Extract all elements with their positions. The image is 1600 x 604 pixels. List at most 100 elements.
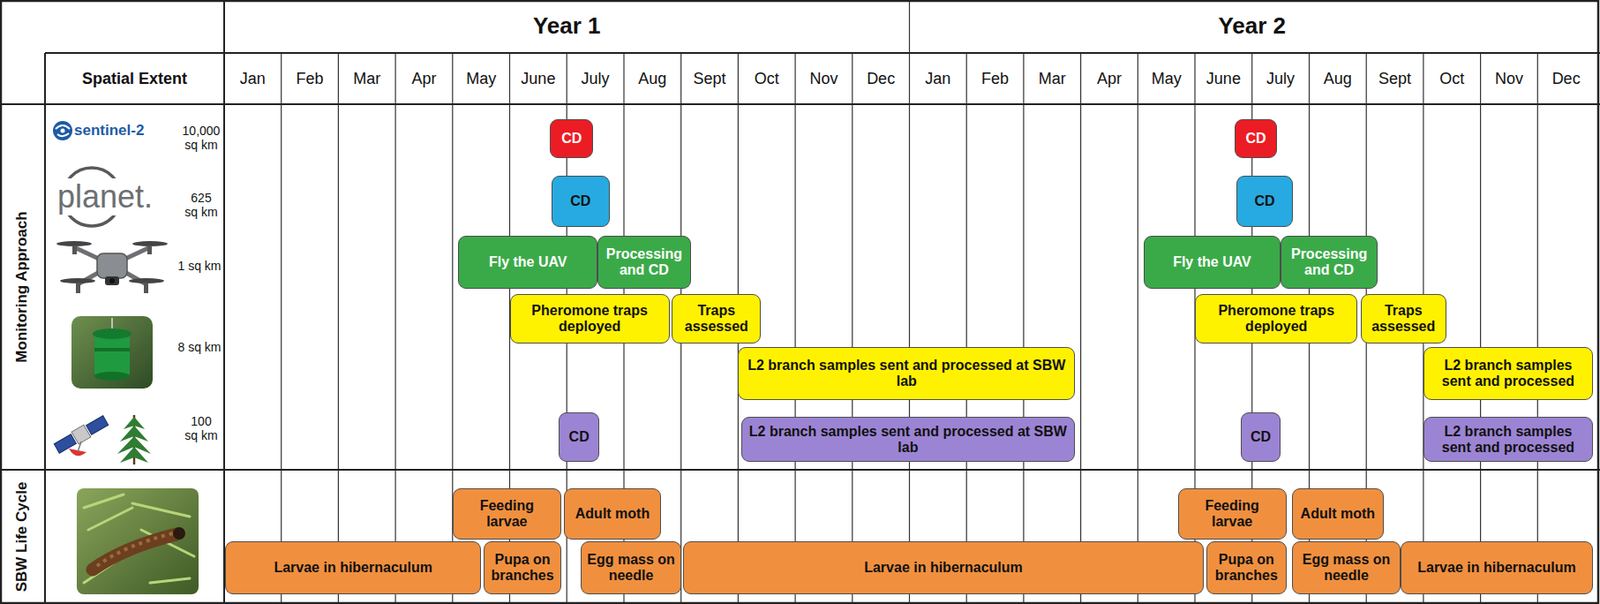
timeline-bar: Traps assessed [671, 293, 761, 344]
month-header: Oct [737, 52, 796, 105]
timeline-bar: Egg mass on needle [580, 540, 681, 594]
timeline-bar: CD [551, 175, 610, 227]
bar-text: Egg mass on needle [585, 551, 676, 584]
bar-text: CD [569, 428, 590, 445]
month-header: Aug [623, 52, 682, 105]
timeline-bar: Pheromone traps deployed [1194, 293, 1358, 344]
month-header: Nov [795, 52, 853, 105]
month-header: Sept [1366, 52, 1424, 105]
month-header: Feb [281, 52, 339, 105]
column-header: Spatial Extent [45, 52, 225, 105]
timeline-bar: CD [1240, 412, 1281, 462]
extent-label: 8 sq km [175, 332, 224, 361]
bar-text: Adult moth [575, 505, 650, 522]
timeline-bar: L2 branch samples sent and processed at … [737, 346, 1075, 400]
bar-text: Traps assessed [676, 302, 756, 335]
timeline-bar: CD [558, 412, 600, 462]
year-header: Year 2 [909, 0, 1596, 53]
extent-label: 1 sq km [175, 251, 224, 280]
timeline-bar: L2 branch samples sent and processed at … [741, 416, 1076, 462]
timeline-bar: CD [1234, 119, 1277, 158]
timeline-bar: Pheromone traps deployed [510, 293, 670, 344]
bar-text: CD [1254, 193, 1275, 210]
timeline-bar: Feeding larvae [1178, 488, 1287, 540]
timeline-bar: Fly the UAV [1143, 235, 1281, 289]
month-header: Sept [681, 52, 739, 105]
month-header: July [1252, 52, 1310, 105]
month-header: Nov [1480, 52, 1539, 105]
bar-text: Processing and CD [1285, 246, 1373, 278]
bar-text: Feeding larvae [1183, 497, 1282, 530]
timeline-bar: Processing and CD [1280, 235, 1378, 289]
year-header: Year 1 [224, 0, 910, 53]
month-header: Mar [338, 52, 396, 105]
timeline-bar: CD [549, 119, 594, 158]
timeline-bar: Larvae in hibernaculum [1400, 540, 1593, 594]
sentinel-icon [52, 120, 73, 141]
month-gridlines [281, 0, 1539, 604]
bar-text: L2 branch samples sent and processed [1428, 423, 1588, 456]
bar-text: Adult moth [1300, 505, 1375, 522]
extent-label: sentinel-2 [74, 120, 179, 142]
month-header: June [510, 52, 568, 105]
extent-label: 100 sq km [180, 411, 223, 445]
timeline-bar: Larvae in hibernaculum [683, 540, 1203, 594]
extent-label: 10,000 sq km [180, 119, 223, 157]
drone-icon [56, 240, 168, 293]
timeline-bar: L2 branch samples sent and processed [1423, 416, 1593, 462]
bar-text: Processing and CD [602, 246, 685, 278]
timeline-bar: Egg mass on needle [1292, 540, 1401, 594]
trap-photo [71, 315, 153, 389]
bar-text: L2 branch samples sent and processed [1428, 357, 1588, 390]
timeline-bar: Adult moth [1292, 488, 1384, 540]
bar-text: L2 branch samples sent and processed at … [743, 357, 1070, 390]
bar-text: CD [1250, 428, 1271, 445]
month-header: Apr [395, 52, 453, 105]
bar-text: Pupa on branches [1211, 551, 1282, 584]
timeline-bar: Adult moth [563, 488, 662, 540]
bar-text: Egg mass on needle [1297, 551, 1396, 584]
month-header: Aug [1308, 52, 1367, 105]
section-label: SBW Life Cycle [6, 471, 38, 602]
timeline-bar: Pupa on branches [483, 540, 561, 594]
timeline-bar: CD [1236, 175, 1294, 227]
month-header: Oct [1423, 52, 1481, 105]
extent-label: planet. [54, 178, 156, 216]
month-header: May [1137, 52, 1195, 105]
section-label: Monitoring Approach [6, 110, 38, 464]
timeline-bar: Larvae in hibernaculum [225, 540, 481, 594]
bar-text: CD [561, 130, 582, 147]
timeline-bar: L2 branch samples sent and processed [1423, 346, 1593, 400]
timeline-bar: Processing and CD [597, 235, 691, 289]
month-header: Jan [909, 52, 968, 105]
bar-text: Fly the UAV [488, 254, 568, 271]
month-header: May [452, 52, 511, 105]
bar-text: Larvae in hibernaculum [273, 559, 433, 576]
timeline-bar: Feeding larvae [452, 488, 562, 540]
timeline-bar: Traps assessed [1360, 293, 1447, 344]
month-header: Feb [966, 52, 1024, 105]
timeline-bar: Fly the UAV [458, 235, 598, 289]
bar-text: Feeding larvae [458, 497, 556, 530]
bar-text: Pupa on branches [488, 551, 556, 584]
satellite-tree-icon [52, 413, 151, 465]
bar-text: Larvae in hibernaculum [863, 559, 1023, 576]
bar-text: L2 branch samples sent and processed at … [746, 423, 1071, 456]
bar-text: CD [570, 193, 591, 210]
month-header: Dec [852, 52, 910, 105]
bar-text: Pheromone traps deployed [515, 302, 665, 335]
month-header: Apr [1081, 52, 1139, 105]
bar-text: Larvae in hibernaculum [1417, 559, 1577, 576]
month-header: Mar [1023, 52, 1082, 105]
month-header: Dec [1537, 52, 1595, 105]
month-header: July [566, 52, 624, 105]
bar-text: Pheromone traps deployed [1200, 302, 1353, 335]
timeline-bar: Pupa on branches [1206, 540, 1287, 594]
month-header: June [1194, 52, 1253, 105]
bar-text: Fly the UAV [1172, 254, 1252, 271]
caterpillar-photo [76, 488, 199, 594]
bar-text: Traps assessed [1366, 302, 1442, 335]
extent-label: 625 sq km [180, 187, 223, 222]
